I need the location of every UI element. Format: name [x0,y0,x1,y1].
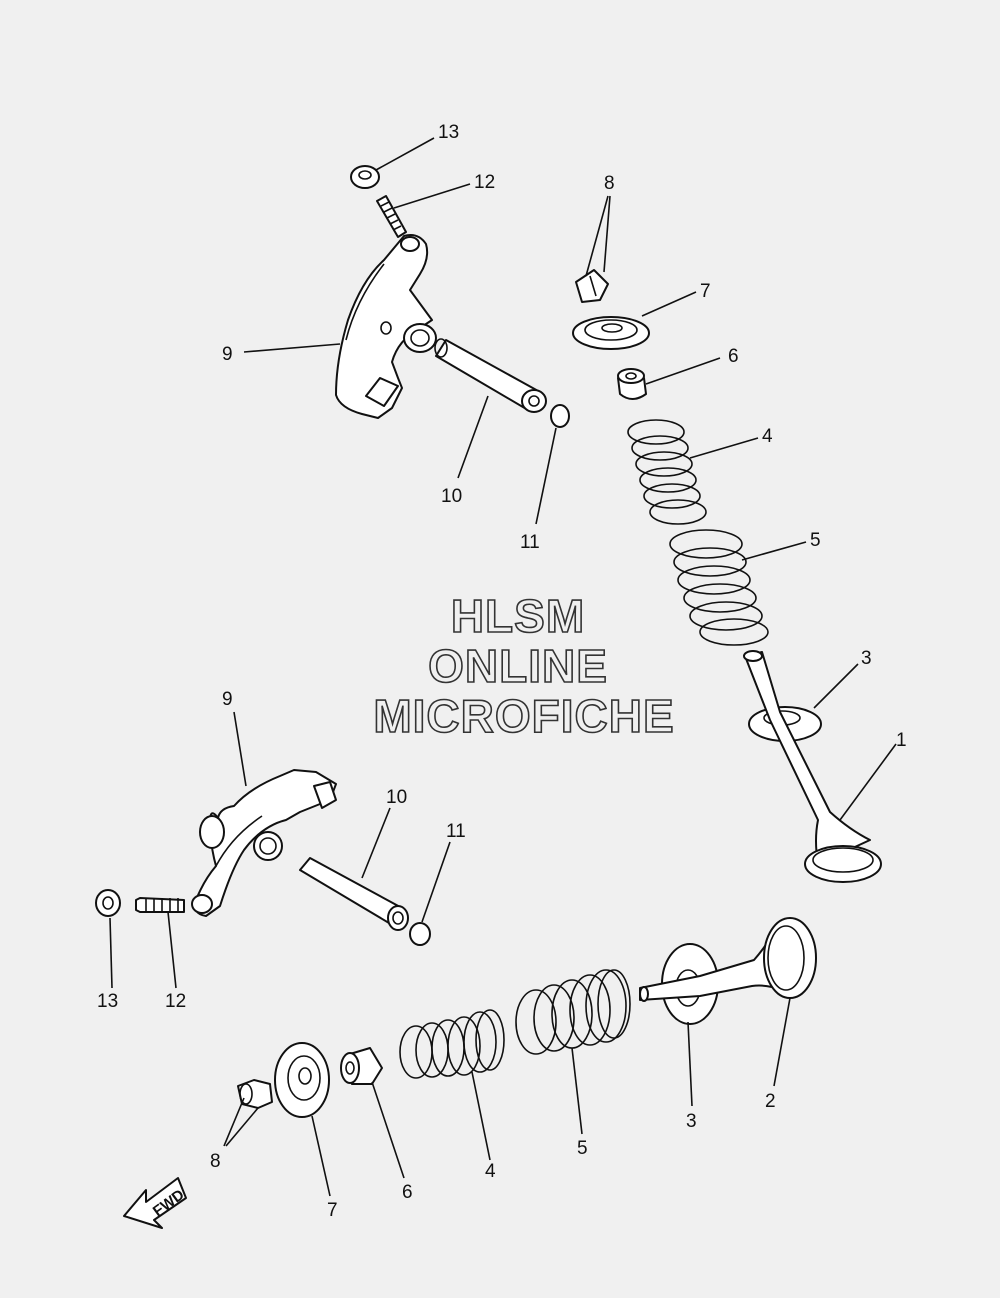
callout-upper-9: 9 [222,344,233,365]
upper-spring-retainer-7 [572,316,650,350]
lower-nut-13 [95,889,121,917]
callout-lower-12: 12 [165,991,186,1012]
lower-adjust-screw-12 [135,897,185,913]
callout-lower-9: 9 [222,689,233,710]
watermark-line-1: HLSM [451,590,585,642]
watermark-line-2: ONLINE [428,640,608,692]
lower-rocker-arm-9 [191,769,337,917]
callout-lower-10: 10 [386,787,407,808]
callout-upper-13: 13 [438,122,459,143]
lower-valve-2 [639,917,817,1002]
callout-lower-7: 7 [327,1200,338,1221]
callout-upper-12: 12 [474,172,495,193]
callout-lower-3: 3 [686,1111,697,1132]
callout-numbers: 13 12 9 10 11 8 7 6 4 5 3 1 9 10 11 13 1… [97,122,907,1221]
callout-upper-11: 11 [520,532,540,553]
upper-valve-cotter-8 [575,269,609,303]
lower-stem-seal-6 [340,1047,383,1085]
lower-o-ring-11 [409,922,431,946]
callout-lower-11: 11 [446,821,466,842]
callout-upper-5: 5 [810,530,821,551]
lower-rocker-shaft-10 [299,857,409,931]
callout-upper-7: 7 [700,281,711,302]
upper-nut-13 [350,165,380,189]
callout-upper-4: 4 [762,426,773,447]
callout-lower-2: 2 [765,1091,776,1112]
watermark-line-3: MICROFICHE [373,690,674,742]
upper-rocker-arm-9 [335,234,437,419]
callout-upper-3: 3 [861,648,872,669]
lower-valve-cotter-8 [237,1079,273,1109]
fwd-arrow: FWD [123,1177,188,1229]
lower-outer-spring-5 [515,969,631,1055]
callout-lower-5: 5 [577,1138,588,1159]
leader-lines [109,137,897,1197]
watermark: HLSM ONLINE MICROFICHE [373,589,675,743]
lower-inner-spring-4 [399,1009,505,1079]
callout-upper-1: 1 [896,730,907,751]
upper-o-ring-11 [550,404,570,428]
upper-adjust-screw-12 [376,195,407,238]
callout-lower-4: 4 [485,1161,496,1182]
upper-inner-spring-4 [627,419,707,525]
upper-rocker-shaft-10 [434,338,547,413]
upper-stem-seal-6 [617,368,647,400]
callout-lower-13: 13 [97,991,118,1012]
callout-lower-8: 8 [210,1151,221,1172]
lower-spring-retainer-7 [274,1042,330,1118]
upper-outer-spring-5 [669,529,769,646]
callout-upper-8: 8 [604,173,615,194]
callout-lower-6: 6 [402,1182,413,1203]
callout-upper-6: 6 [728,346,739,367]
upper-valve-1 [743,650,882,883]
callout-upper-10: 10 [441,486,462,507]
